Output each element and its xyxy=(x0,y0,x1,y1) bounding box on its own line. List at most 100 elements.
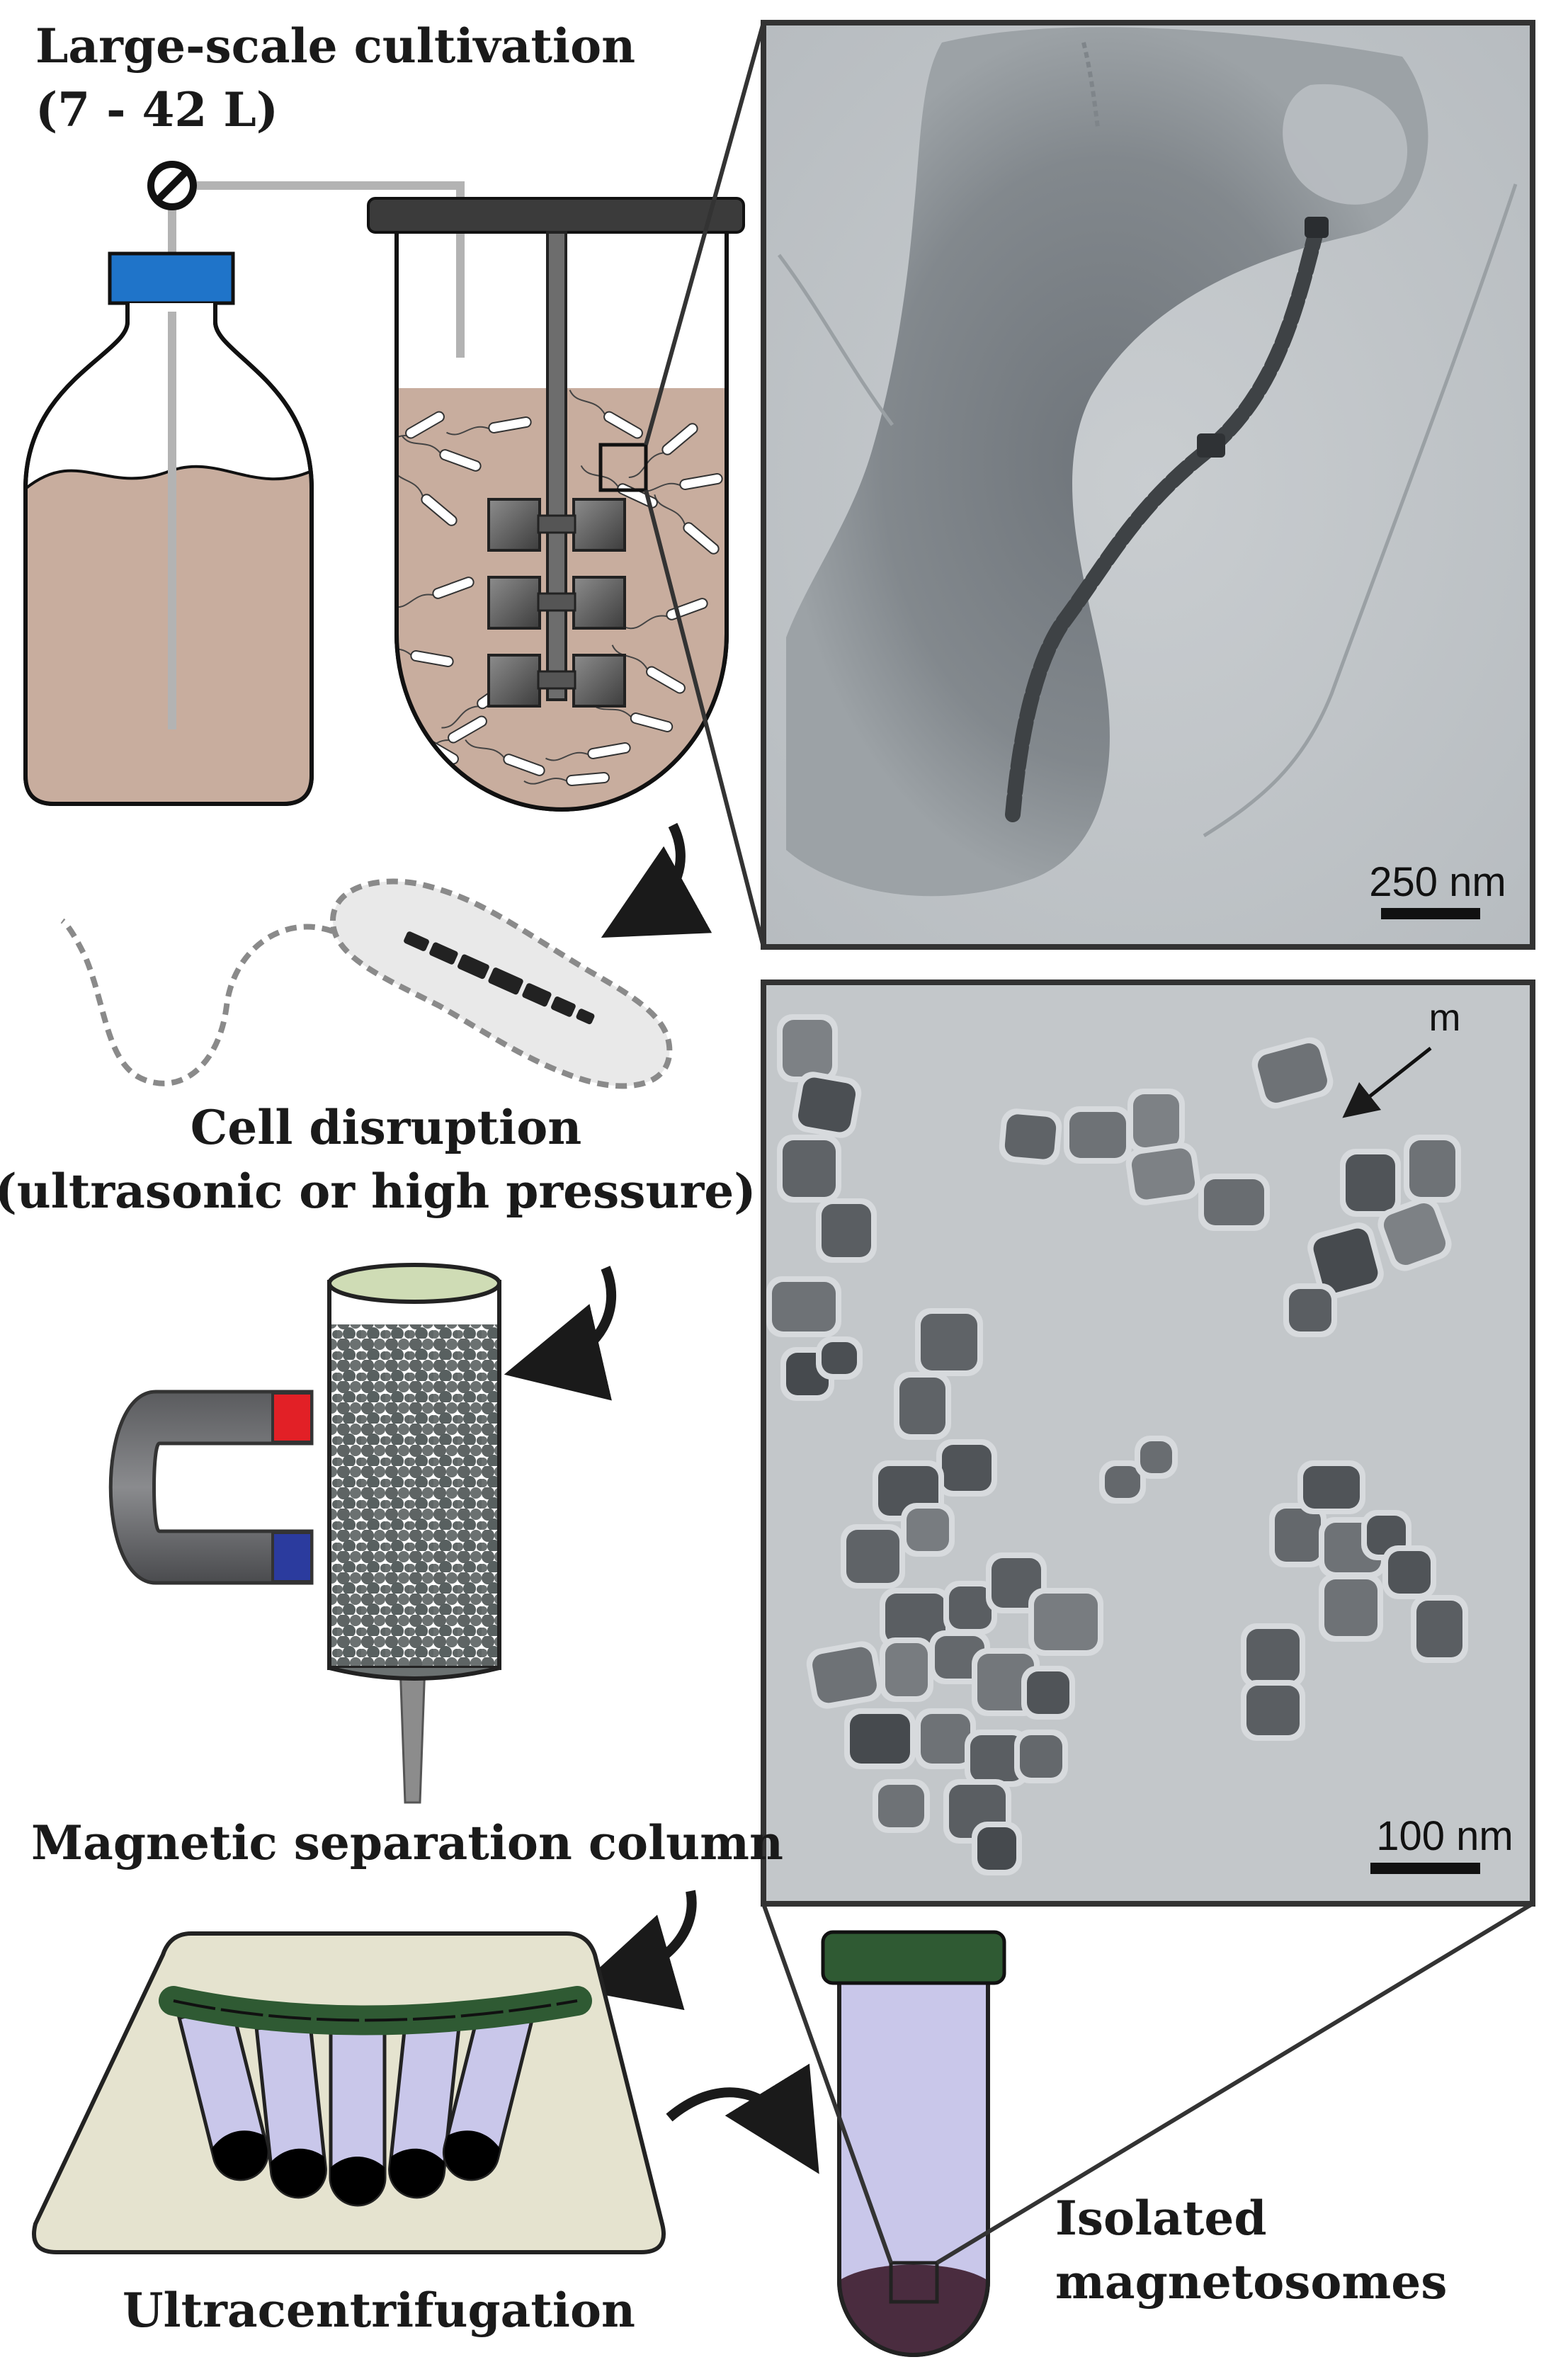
cultivation-title: Large-scale cultivation xyxy=(35,18,635,74)
magnetosome-chain-icon xyxy=(404,931,595,1025)
magnetosome-particle xyxy=(1021,1666,1075,1720)
bottle-cap xyxy=(108,251,235,305)
process-arrow-1 xyxy=(601,822,712,938)
magnetosome-particle xyxy=(1307,1222,1384,1299)
tem-micrograph-cell: 250 nm xyxy=(761,20,1535,950)
magnetosome-particle xyxy=(1377,1197,1452,1271)
impeller xyxy=(487,498,626,708)
magnetosome-particle xyxy=(1411,1595,1468,1663)
magnetosome-particle xyxy=(936,1439,997,1497)
cell-disruption-step: Cell disruption (ultrasonic or high pres… xyxy=(0,878,756,1219)
bacterium xyxy=(523,771,610,787)
isolated-label-line1: Isolated xyxy=(1055,2191,1267,2246)
magnetosome-particle xyxy=(766,1276,841,1337)
magnetosome-particle xyxy=(1125,1142,1201,1205)
scale-bar-label-100: 100 nm xyxy=(1376,1813,1513,1859)
magnetosome-particle xyxy=(915,1308,983,1376)
membrane-annotation: m xyxy=(1429,997,1461,1039)
magnetosome-pellet xyxy=(839,2264,988,2355)
process-arrow-4 xyxy=(666,2063,819,2174)
cultivation-step: Large-scale cultivation (7 - 42 L) xyxy=(23,18,766,948)
magnetosome-particle xyxy=(1382,1545,1436,1599)
magnetosome-particle xyxy=(915,1708,976,1769)
scale-bar-100 xyxy=(1370,1863,1480,1874)
magnetosome-particle xyxy=(1251,1037,1334,1109)
magnetosome-particle xyxy=(986,1552,1047,1613)
magnetosome-particle xyxy=(1014,1730,1068,1783)
tube-cap xyxy=(821,1930,1006,1985)
bioreactor-lid xyxy=(367,197,745,234)
zoom-region-tube xyxy=(889,2261,939,2304)
magnetosome-particle xyxy=(999,1108,1062,1165)
separation-title: Magnetic separation column xyxy=(31,1815,783,1870)
magnetosome-particle xyxy=(1241,1680,1305,1741)
magnetosome-particle xyxy=(777,1135,841,1203)
magnetosome-particle xyxy=(816,1336,863,1380)
magnetosome-particle xyxy=(841,1524,905,1589)
magnetosome-particle xyxy=(1269,1503,1326,1567)
magnetosome-particle xyxy=(880,1588,951,1649)
centrifuge-tube xyxy=(442,2002,535,2181)
valve-icon xyxy=(147,161,197,210)
magnet-south-pole xyxy=(271,1531,313,1583)
centrifugation-title: Ultracentrifugation xyxy=(123,2283,635,2338)
magnetosome-particle xyxy=(777,1014,838,1082)
magnetic-separation-step: Magnetic separation column xyxy=(31,1263,783,1870)
scale-bar-label-250: 250 nm xyxy=(1369,859,1506,905)
magnetosome-particle xyxy=(1340,1149,1401,1217)
bacterium xyxy=(397,466,458,526)
magnet-north-pole xyxy=(271,1392,313,1443)
separation-column xyxy=(327,1263,501,1804)
bacterium xyxy=(569,390,643,439)
magnetosome-particle xyxy=(806,1641,883,1709)
magnetosome-particle xyxy=(1127,1089,1185,1153)
magnetosome-particle xyxy=(1283,1283,1337,1337)
magnetosome-particle xyxy=(816,1198,877,1263)
bacterium xyxy=(397,411,445,455)
magnetosome-particle xyxy=(901,1503,955,1557)
magnetosome-particle xyxy=(943,1581,997,1635)
isolated-label-line2: magnetosomes xyxy=(1055,2254,1447,2310)
cultivation-volume: (7 - 42 L) xyxy=(35,82,278,137)
magnetosome-particle xyxy=(844,1708,916,1769)
process-arrow-2 xyxy=(504,1266,617,1401)
cell-body-shape xyxy=(786,27,1428,897)
bacterium xyxy=(545,742,631,761)
column-top xyxy=(327,1263,501,1304)
disruption-method: (ultrasonic or high pressure) xyxy=(0,1164,756,1219)
bioreactor xyxy=(367,191,745,812)
magnetosome-particle xyxy=(1198,1174,1270,1231)
bacterium xyxy=(465,739,545,776)
bacterium xyxy=(611,645,686,694)
disrupted-cell-flagellum xyxy=(60,918,334,1086)
magnet-icon xyxy=(108,1390,314,1585)
magnetosome-particle xyxy=(880,1637,933,1702)
ultracentrifugation-step: Ultracentrifugation xyxy=(32,1931,666,2338)
bacterium xyxy=(401,434,482,472)
centrifuge-tube xyxy=(254,2021,327,2199)
centrifuge-tube xyxy=(177,2002,270,2181)
magnetosome-particle xyxy=(1297,1460,1365,1514)
disruption-title: Cell disruption xyxy=(191,1100,582,1155)
magnetosome-particle xyxy=(894,1372,951,1440)
zoom-region-fermenter xyxy=(598,443,648,492)
magnetosome-particle xyxy=(1099,1460,1146,1504)
magnetosome-particle xyxy=(1319,1574,1383,1642)
magnetosome-particle xyxy=(965,1730,1029,1787)
magnetosome-particle xyxy=(873,1779,930,1833)
membrane-annotation-arrow xyxy=(1342,1047,1432,1118)
magnetosome-particle xyxy=(972,1822,1022,1875)
magnetosome-particle xyxy=(1404,1135,1461,1203)
tem-micrograph-magnetosomes: m 100 nm xyxy=(761,980,1535,1907)
process-arrow-3 xyxy=(575,1890,697,2011)
magnetosome-particle xyxy=(1064,1106,1132,1164)
isolated-magnetosomes-tube: Isolated magnetosomes xyxy=(821,1930,1447,2357)
scale-bar-250 xyxy=(1381,908,1480,919)
magnetosome-particle xyxy=(1028,1588,1103,1656)
media-bottle xyxy=(23,251,314,806)
bacterium xyxy=(397,643,454,667)
centrifuge-tube xyxy=(329,2031,387,2207)
magnetosome-chain xyxy=(1005,219,1325,822)
magnetosome-particle xyxy=(1135,1436,1178,1479)
